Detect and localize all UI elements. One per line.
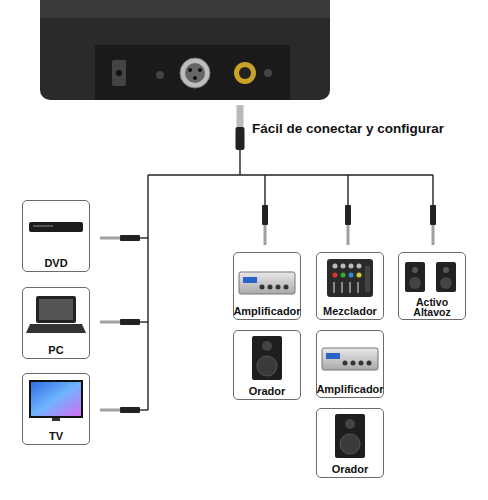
dvd-icon bbox=[29, 222, 83, 232]
device-label: Mezclador bbox=[311, 306, 389, 317]
device-box: Amplificador bbox=[233, 252, 301, 320]
tv-icon bbox=[29, 380, 83, 421]
device-box: Orador bbox=[316, 408, 384, 478]
speaker-icon bbox=[335, 414, 365, 458]
device-box: Mezclador bbox=[316, 252, 384, 320]
amplifier-icon bbox=[239, 272, 295, 294]
jack-plug bbox=[100, 105, 436, 413]
device-box: PC bbox=[22, 287, 90, 359]
device-label: TV bbox=[17, 431, 95, 442]
device-box: DVD bbox=[22, 200, 90, 272]
device-label: PC bbox=[17, 345, 95, 356]
device-label: Orador bbox=[311, 464, 389, 475]
device-label: Activo Altavoz bbox=[407, 297, 457, 317]
device-label: Amplificador bbox=[311, 384, 389, 395]
laptop-icon bbox=[26, 296, 86, 333]
device-label: Amplificador bbox=[228, 306, 306, 317]
mixer-icon bbox=[327, 259, 373, 297]
device-box: Activo Altavoz bbox=[398, 252, 466, 320]
active-speaker-icon bbox=[405, 262, 456, 292]
receiver-device bbox=[40, 0, 330, 100]
device-label: DVD bbox=[17, 258, 95, 269]
audio-cable bbox=[140, 150, 433, 410]
device-label: Orador bbox=[228, 386, 306, 397]
device-box: Orador bbox=[233, 330, 301, 400]
amplifier-icon bbox=[322, 348, 378, 370]
speaker-icon bbox=[252, 336, 282, 380]
device-box: Amplificador bbox=[316, 330, 384, 398]
caption-text: Fácil de conectar y configurar bbox=[252, 121, 444, 136]
device-box: TV bbox=[22, 373, 90, 445]
